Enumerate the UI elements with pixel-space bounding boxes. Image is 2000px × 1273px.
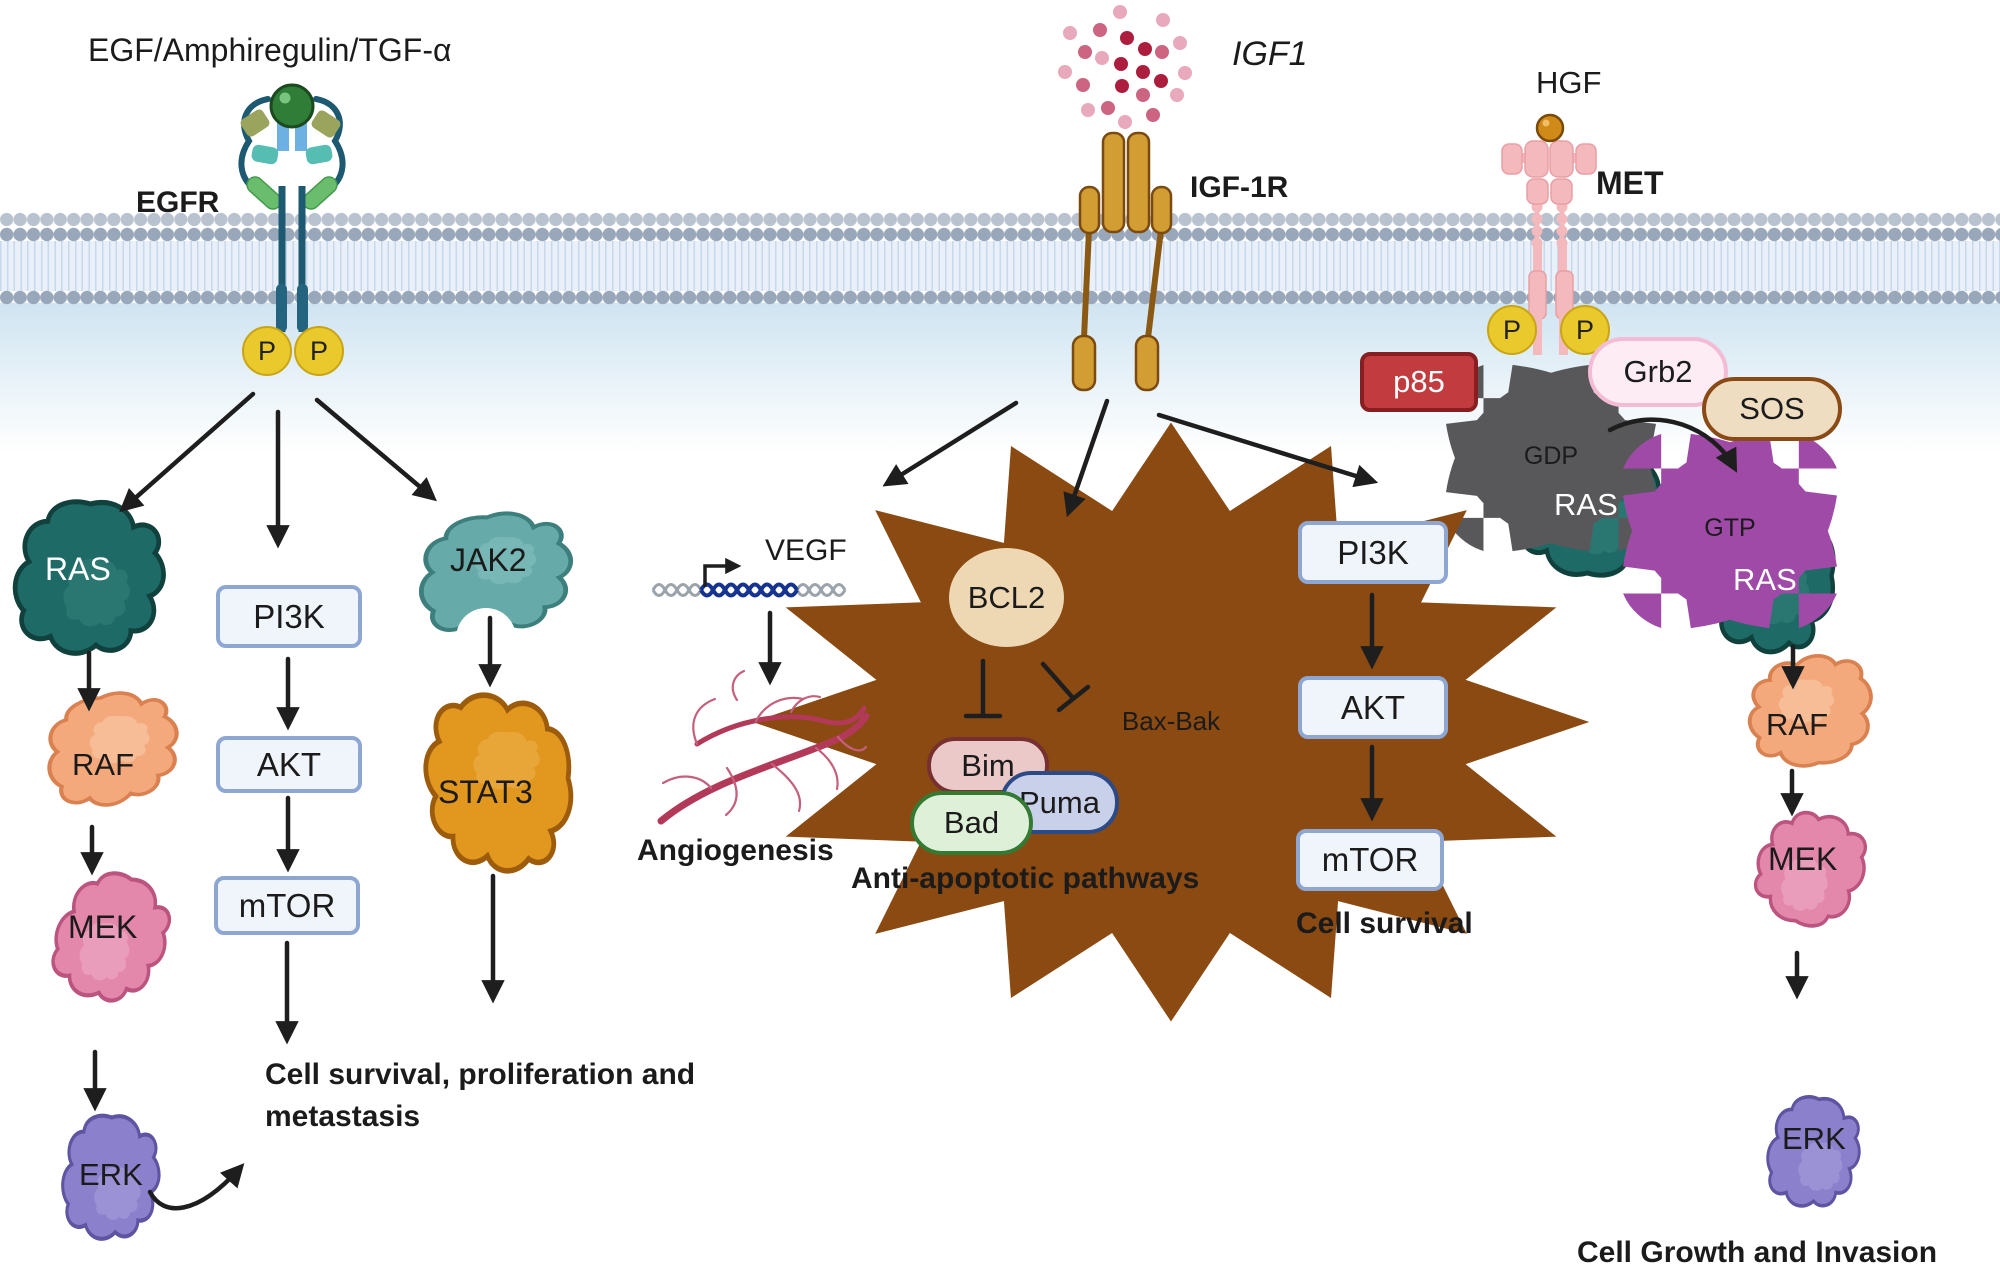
sos-box: SOS xyxy=(1702,377,1842,441)
gdp-label: GDP xyxy=(1523,442,1579,470)
inhibition-tbars xyxy=(963,658,1091,719)
bim-label: Bim xyxy=(961,747,1015,783)
met-outcome-label: Cell Growth and Invasion xyxy=(1577,1236,1938,1269)
phospho-label: P xyxy=(309,335,328,366)
phospho-label: P xyxy=(1502,314,1521,345)
ras-label-left: RAS xyxy=(45,551,111,587)
mek-label-left: MEK xyxy=(68,909,138,945)
membrane-head-row-bottom xyxy=(0,289,2000,306)
ras-gtp-label: RAS xyxy=(1733,562,1797,597)
membrane-lipid-tails xyxy=(0,241,2000,291)
pathway-arrows xyxy=(77,391,1809,1211)
bad-label: Bad xyxy=(943,805,1000,840)
pi3k-label: PI3K xyxy=(1337,533,1409,571)
igf1r-receptor-icon xyxy=(1071,131,1173,392)
jak2-label: JAK2 xyxy=(450,542,527,578)
bax-bak-label: Bax-Bak xyxy=(1121,706,1221,736)
egfr-receptor-label: EGFR xyxy=(136,186,220,219)
phospho-label: P xyxy=(1575,314,1594,345)
cell-survival-label: Cell survival xyxy=(1296,907,1473,940)
akt-label: AKT xyxy=(256,745,322,783)
akt-box-left: AKT xyxy=(216,736,362,793)
mtor-label: mTOR xyxy=(1321,841,1419,878)
membrane-head-row-top-dark xyxy=(0,226,2000,243)
met-phospho-left: P xyxy=(1487,305,1537,355)
erk-label-left: ERK xyxy=(79,1157,143,1192)
bcl2-label: BCL2 xyxy=(967,579,1046,615)
pi3k-box-right: PI3K xyxy=(1298,521,1448,584)
gtp-label: GTP xyxy=(1704,514,1756,542)
raf-label-right: RAF xyxy=(1766,707,1828,742)
met-receptor-icon xyxy=(1501,140,1597,355)
bim-box: Bim xyxy=(927,737,1049,794)
angiogenesis-label: Angiogenesis xyxy=(637,834,834,867)
igf1-ligand-label: IGF1 xyxy=(1232,35,1308,73)
met-receptor-label: MET xyxy=(1596,165,1664,201)
pi3k-box-left: PI3K xyxy=(216,585,362,648)
erk-label-right: ERK xyxy=(1782,1121,1846,1156)
vegf-gene-dna-icon xyxy=(651,557,847,598)
egfr-ligand-label: EGF/Amphiregulin/TGF-α xyxy=(88,32,452,68)
membrane-head-row-top-light xyxy=(0,211,2000,228)
vegf-label: VEGF xyxy=(765,534,847,567)
pi3k-label: PI3K xyxy=(253,597,325,635)
raf-label-left: RAF xyxy=(72,747,134,782)
akt-box-right: AKT xyxy=(1298,676,1448,739)
egfr-phospho-right: P xyxy=(294,326,344,376)
mtor-box-right: mTOR xyxy=(1296,829,1444,891)
hgf-ligand-icon xyxy=(1535,113,1565,143)
mek-label-right: MEK xyxy=(1768,841,1838,877)
igf1r-receptor-label: IGF-1R xyxy=(1190,171,1289,204)
bcl2-ellipse: BCL2 xyxy=(944,543,1069,652)
jak2-blob xyxy=(410,503,581,668)
egfr-receptor-icon xyxy=(238,83,346,332)
hgf-ligand-label: HGF xyxy=(1536,65,1602,100)
puma-label: Puma xyxy=(1019,784,1100,820)
stat3-label: STAT3 xyxy=(438,774,533,810)
mtor-box-left: mTOR xyxy=(214,876,360,935)
p85-box: p85 xyxy=(1360,352,1478,412)
grb2-label: Grb2 xyxy=(1623,354,1693,389)
p85-label: p85 xyxy=(1393,364,1445,399)
akt-label: AKT xyxy=(1340,688,1406,726)
egfr-outcome-line2: metastasis xyxy=(265,1100,421,1133)
igf1-ligand-dots xyxy=(1058,5,1192,129)
angiogenesis-vessels-icon xyxy=(657,669,870,825)
ras-gdp-label: RAS xyxy=(1554,487,1618,522)
transcription-arrow-icon xyxy=(703,557,742,587)
sos-label: SOS xyxy=(1739,391,1805,426)
bad-box: Bad xyxy=(910,791,1033,855)
egfr-phospho-left: P xyxy=(242,326,292,376)
anti-apoptotic-label: Anti-apoptotic pathways xyxy=(851,862,1200,895)
egfr-outcome-line1: Cell survival, proliferation and xyxy=(265,1058,696,1091)
phospho-label: P xyxy=(257,335,276,366)
mtor-label: mTOR xyxy=(238,886,336,924)
